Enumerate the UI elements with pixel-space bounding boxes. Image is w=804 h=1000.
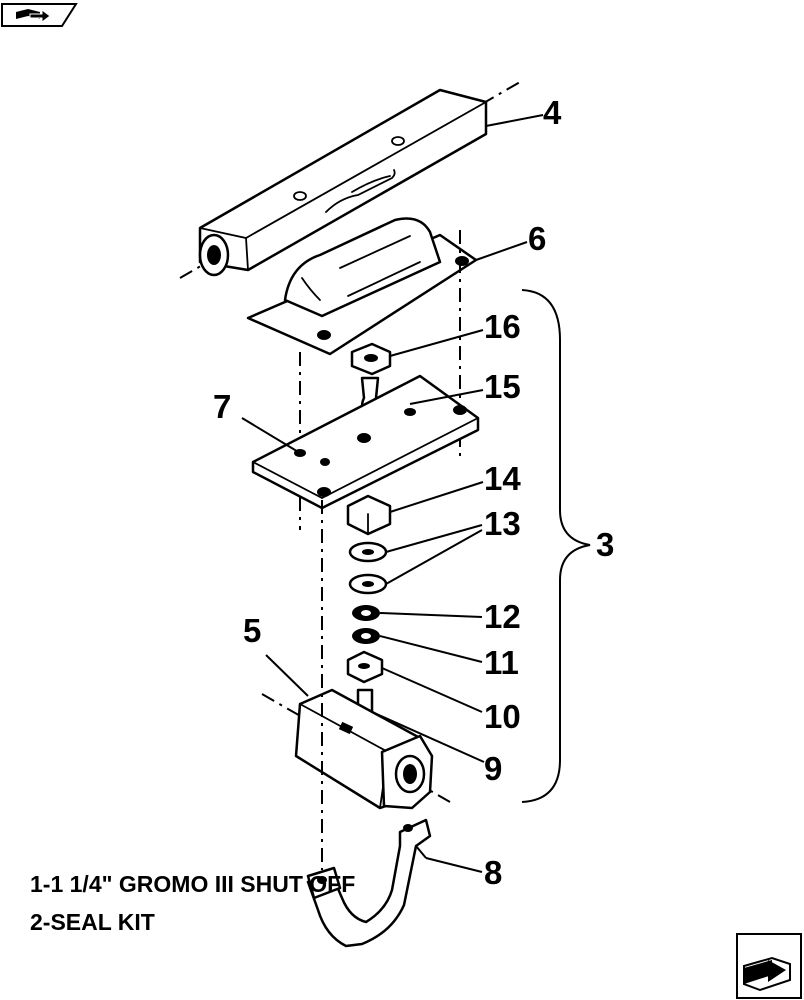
callout-16: 16 [484,308,521,345]
part-12-seal [352,605,380,621]
book-arrow-icon[interactable] [1,3,78,27]
callout-7: 7 [213,388,231,425]
callout-12: 12 [484,598,521,635]
part-6-cover-plate [246,217,478,530]
part-5-valve-body [261,688,451,810]
legend-line-1: 1-1 1/4" GROMO III SHUT OFF [30,871,355,897]
part-14-nut [346,494,392,536]
callout-13: 13 [484,505,521,542]
callout-10: 10 [484,698,521,735]
part-4-square-tube [179,81,521,279]
part-10-nut [346,650,384,684]
callout-11: 11 [484,644,519,681]
callout-15: 15 [484,368,521,405]
part-11-seal [352,628,380,644]
group-3-brace [521,289,591,803]
page-arrow-icon[interactable] [736,933,802,999]
callout-9: 9 [484,750,502,787]
part-8-bracket [306,500,432,948]
part-16-nut [350,342,392,376]
callout-8: 8 [484,854,502,891]
part-13-washers [348,541,388,595]
callout-3: 3 [596,526,614,563]
callout-6: 6 [528,220,546,257]
legend-line-2: 2-SEAL KIT [30,909,155,935]
leader-lines [241,114,544,873]
callout-5: 5 [243,612,261,649]
callout-14: 14 [484,460,521,497]
part-7-mounting-plate [251,374,480,510]
callout-4: 4 [543,94,562,131]
